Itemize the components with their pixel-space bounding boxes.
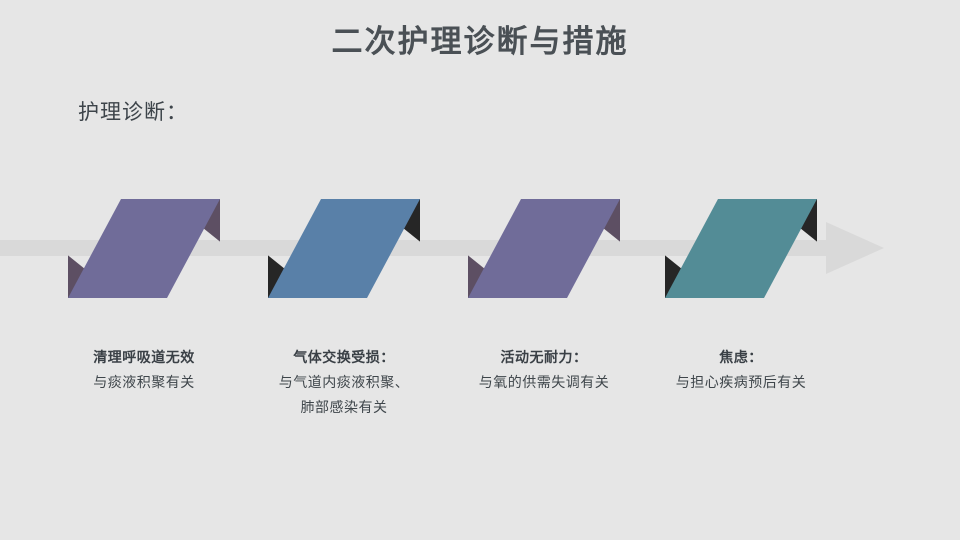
step-description: 与气道内痰液积聚、肺部感染有关 (224, 370, 464, 420)
page-title: 二次护理诊断与措施 (331, 24, 629, 59)
step-caption: 气体交换受损： 与气道内痰液积聚、肺部感染有关 (224, 345, 464, 420)
step-description: 与氧的供需失调有关 (424, 370, 664, 395)
step-heading: 气体交换受损： (293, 349, 395, 365)
step-description-line: 与担心疾病预后有关 (675, 374, 807, 390)
step-description-line: 与痰液积聚有关 (93, 374, 195, 390)
step-description: 与痰液积聚有关 (24, 370, 264, 395)
step-heading: 活动无耐力： (500, 349, 588, 365)
section-label: 护理诊断： (78, 101, 188, 124)
step-heading: 焦虑： (719, 349, 763, 365)
step-shape-body (665, 199, 817, 298)
step-parallelogram-icon (268, 199, 420, 298)
step-caption: 活动无耐力： 与氧的供需失调有关 (424, 345, 664, 395)
step-shape-body (268, 199, 420, 298)
step-caption: 清理呼吸道无效与痰液积聚有关 (24, 345, 264, 395)
step-parallelogram-icon (68, 199, 220, 298)
step-shape-body (68, 199, 220, 298)
step-parallelogram-icon (468, 199, 620, 298)
step-caption: 焦虑： 与担心疾病预后有关 (621, 345, 861, 395)
step-heading: 清理呼吸道无效 (93, 349, 195, 365)
step-description-line: 与气道内痰液积聚、 (278, 374, 410, 390)
step-shape-body (468, 199, 620, 298)
step-description-line: 与氧的供需失调有关 (478, 374, 610, 390)
step-parallelogram-icon (665, 199, 817, 298)
step-description-line: 肺部感染有关 (300, 399, 388, 415)
step-description: 与担心疾病预后有关 (621, 370, 861, 395)
